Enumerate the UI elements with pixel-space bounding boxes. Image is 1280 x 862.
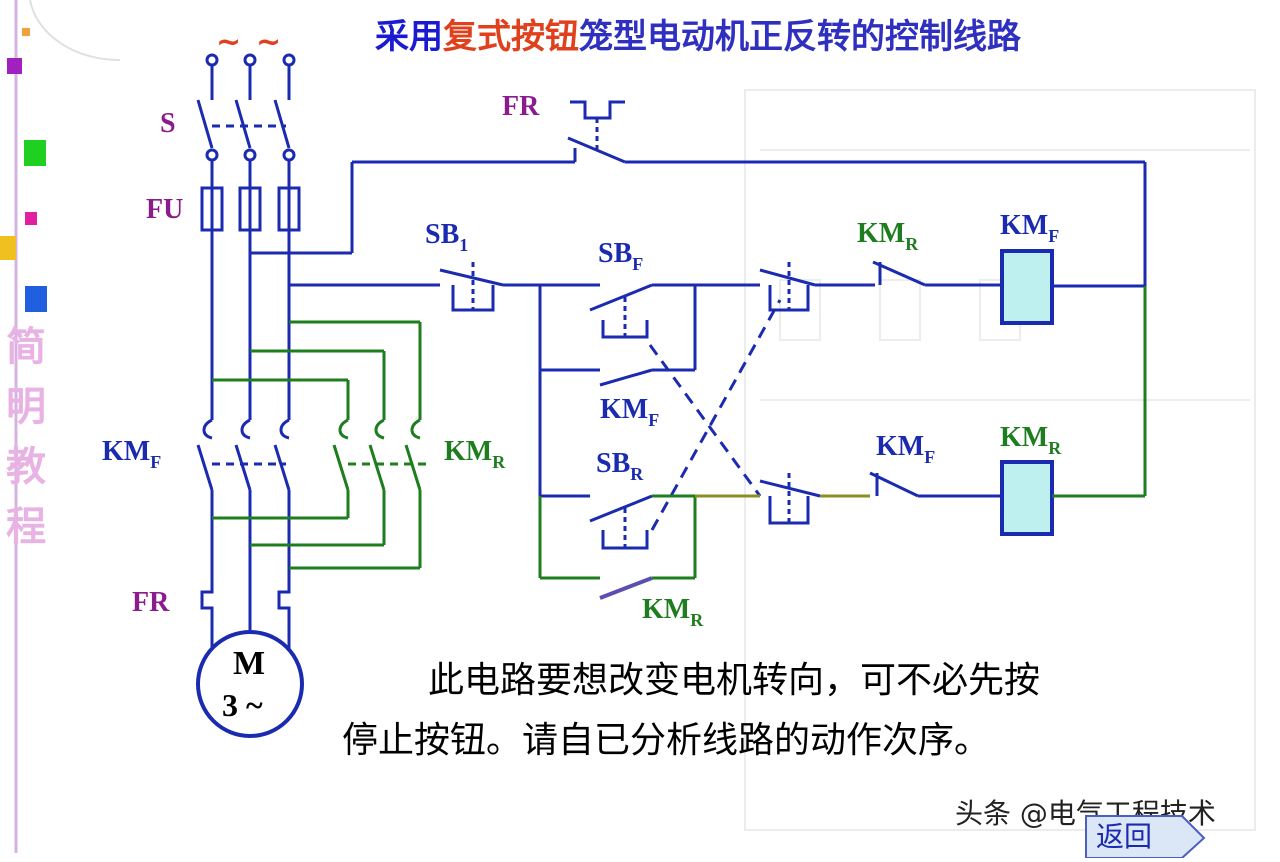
kmr-hold-contact bbox=[599, 576, 653, 600]
slide-decoration bbox=[0, 0, 121, 853]
label-kmf-interlock: KMF bbox=[876, 431, 935, 467]
label-kmr-hold: KMR bbox=[642, 594, 704, 630]
svg-text:教: 教 bbox=[6, 443, 46, 490]
motor-label-m: M bbox=[233, 645, 265, 682]
control-circuit bbox=[439, 100, 1147, 550]
svg-text:返回: 返回 bbox=[1096, 820, 1152, 853]
label-kmr-interlock: KMR bbox=[857, 218, 919, 254]
label-kmf-hold: KMF bbox=[600, 394, 659, 430]
note-line-2: 停止按钮。请自已分析线路的动作次序。 bbox=[342, 720, 990, 761]
main-circuit bbox=[196, 53, 575, 738]
sidebar-title: 简 明 教 程 bbox=[6, 323, 46, 550]
tilde-labels: ~ ~ bbox=[216, 25, 281, 60]
label-fu: FU bbox=[146, 194, 183, 225]
label-sbr: SBR bbox=[596, 448, 644, 484]
label-fr-main: FR bbox=[132, 587, 170, 618]
control-circuit-green bbox=[538, 286, 1147, 580]
label-sb1: SB1 bbox=[425, 219, 468, 255]
label-kmr-main: KMR bbox=[444, 436, 506, 472]
label-kmf-main: KMF bbox=[102, 436, 161, 472]
svg-text:~: ~ bbox=[256, 25, 281, 60]
return-button-shape: 返回 bbox=[1085, 815, 1206, 859]
svg-text:~: ~ bbox=[216, 25, 241, 60]
label-kmf-coil: KMF bbox=[1000, 210, 1059, 246]
label-s: S bbox=[160, 108, 176, 139]
motor-label-phase: 3 ~ bbox=[222, 687, 263, 723]
reverse-power-circuit bbox=[212, 320, 430, 570]
return-button[interactable]: 返回 bbox=[1082, 808, 1212, 859]
note-line-1: 此电路要想改变电机转向，可不必先按 bbox=[428, 660, 1040, 701]
svg-text:简: 简 bbox=[6, 323, 46, 370]
label-kmr-coil: KMR bbox=[1000, 422, 1062, 458]
label-fr-ctrl: FR bbox=[502, 91, 540, 122]
page-title: 采用复式按钮笼型电动机正反转的控制线路 bbox=[375, 17, 1022, 57]
svg-text:明: 明 bbox=[6, 383, 46, 430]
label-sbf: SBF bbox=[598, 238, 643, 274]
svg-text:程: 程 bbox=[6, 503, 46, 550]
